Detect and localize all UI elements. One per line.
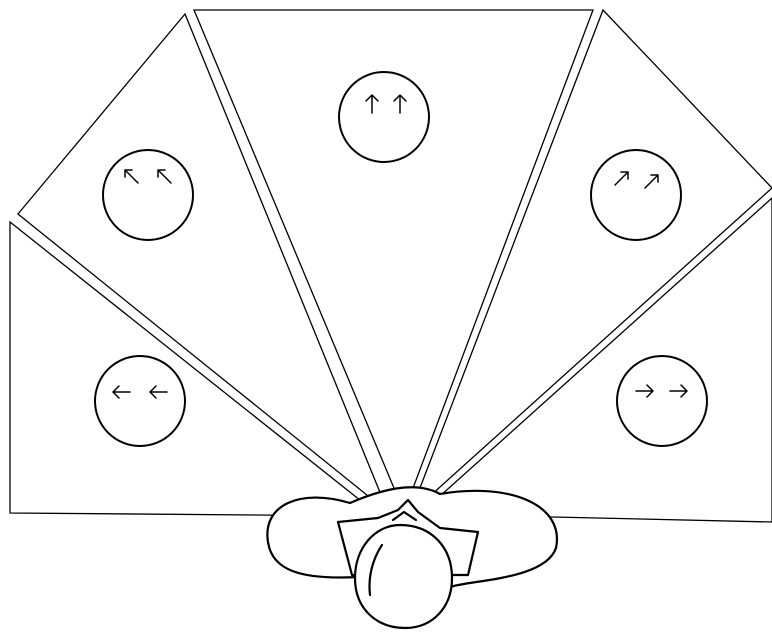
face-looking-right xyxy=(617,356,707,446)
face-looking-up-right xyxy=(591,150,681,240)
face-circle xyxy=(95,356,185,446)
person-top-view-icon xyxy=(267,487,557,628)
face-looking-left xyxy=(95,356,185,446)
face-circle xyxy=(617,356,707,446)
face-looking-up-left xyxy=(103,150,193,240)
face-looking-up xyxy=(339,72,429,162)
face-circle xyxy=(339,72,429,162)
face-circle xyxy=(591,150,681,240)
face-circle xyxy=(103,150,193,240)
